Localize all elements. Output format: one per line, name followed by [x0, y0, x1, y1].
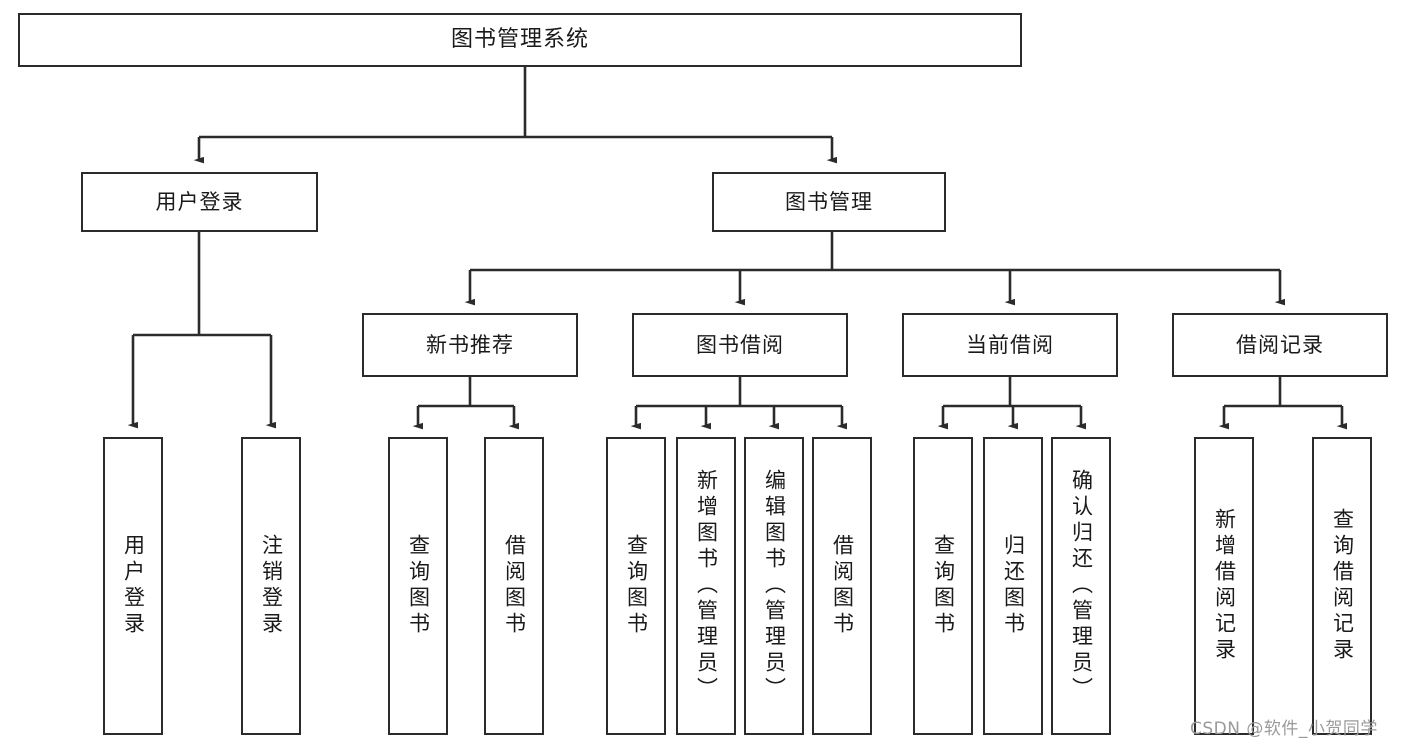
node-user-login[interactable]: 用户登录: [81, 172, 318, 232]
node-book-management[interactable]: 图书管理: [712, 172, 946, 232]
leaf-borrow-book[interactable]: 借阅图书: [812, 437, 872, 735]
leaf-query-book-current[interactable]: 查询图书: [913, 437, 973, 735]
node-book-management-label: 图书管理: [785, 189, 873, 214]
watermark: CSDN @软件_小贺同学: [1190, 719, 1378, 739]
leaf-add-borrow-record-label: 新增借阅记录: [1212, 508, 1237, 664]
leaf-query-borrow-record-label: 查询借阅记录: [1330, 508, 1355, 664]
leaf-user-login[interactable]: 用户登录: [103, 437, 163, 735]
leaf-add-book-admin[interactable]: 新增图书（管理员）: [676, 437, 736, 735]
leaf-query-book-borrow[interactable]: 查询图书: [606, 437, 666, 735]
leaf-return-book[interactable]: 归还图书: [983, 437, 1043, 735]
leaf-edit-book-admin[interactable]: 编辑图书（管理员）: [744, 437, 804, 735]
leaf-borrow-book-newbook[interactable]: 借阅图书: [484, 437, 544, 735]
node-root[interactable]: 图书管理系统: [18, 13, 1022, 67]
node-book-borrow-label: 图书借阅: [696, 332, 784, 357]
leaf-edit-book-admin-label: 编辑图书（管理员）: [762, 469, 787, 703]
leaf-query-book-current-label: 查询图书: [931, 534, 956, 638]
leaf-borrow-book-label: 借阅图书: [830, 534, 855, 638]
node-borrow-record[interactable]: 借阅记录: [1172, 313, 1388, 377]
leaf-user-login-label: 用户登录: [121, 534, 146, 638]
leaf-query-borrow-record[interactable]: 查询借阅记录: [1312, 437, 1372, 735]
leaf-user-logout-label: 注销登录: [259, 534, 284, 638]
node-book-borrow[interactable]: 图书借阅: [632, 313, 848, 377]
leaf-add-borrow-record[interactable]: 新增借阅记录: [1194, 437, 1254, 735]
leaf-query-book-newbook[interactable]: 查询图书: [388, 437, 448, 735]
node-current-borrow[interactable]: 当前借阅: [902, 313, 1118, 377]
node-user-login-label: 用户登录: [155, 189, 244, 214]
leaf-borrow-book-newbook-label: 借阅图书: [502, 534, 527, 638]
leaf-query-book-newbook-label: 查询图书: [406, 534, 431, 638]
node-new-book-recommend[interactable]: 新书推荐: [362, 313, 578, 377]
node-new-book-recommend-label: 新书推荐: [426, 332, 514, 357]
leaf-user-logout[interactable]: 注销登录: [241, 437, 301, 735]
node-current-borrow-label: 当前借阅: [966, 332, 1054, 357]
node-root-label: 图书管理系统: [450, 27, 589, 53]
leaf-confirm-return-admin-label: 确认归还（管理员）: [1069, 469, 1094, 703]
node-borrow-record-label: 借阅记录: [1236, 332, 1324, 357]
leaf-return-book-label: 归还图书: [1001, 534, 1026, 638]
leaf-confirm-return-admin[interactable]: 确认归还（管理员）: [1051, 437, 1111, 735]
leaf-query-book-borrow-label: 查询图书: [624, 534, 649, 638]
leaf-add-book-admin-label: 新增图书（管理员）: [694, 469, 719, 703]
